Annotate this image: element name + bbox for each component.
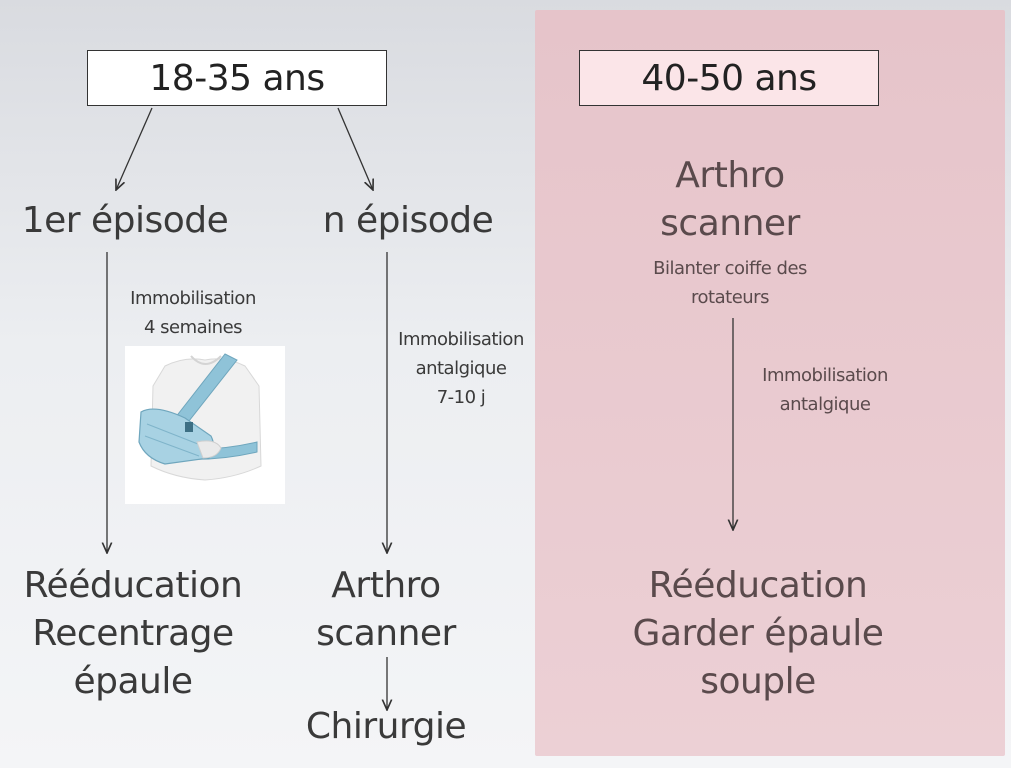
right-outcome-line3: souple — [700, 661, 816, 702]
right-outcome-line2: Garder épaule — [632, 613, 884, 654]
right-outcome: Rééducation Garder épaule souple — [620, 562, 896, 706]
age-box-40-50: 40-50 ans — [579, 50, 879, 106]
right-exam-sub-line1: Bilanter coiffe des — [653, 258, 807, 279]
n-episode-note-line2: antalgique — [415, 358, 507, 379]
right-note-line2: antalgique — [779, 394, 871, 415]
right-exam: Arthro scanner — [640, 152, 820, 248]
left-outcome-line3: épaule — [73, 661, 193, 702]
right-exam-sub-line2: rotateurs — [691, 287, 769, 308]
right-exam-sub: Bilanter coiffe des rotateurs — [630, 254, 830, 312]
left-outcome: Rééducation Recentrage épaule — [22, 562, 244, 706]
first-episode-note-line1: Immobilisation — [130, 288, 256, 309]
right-exam-line1: Arthro — [675, 155, 785, 196]
chirurgie-label: Chirurgie — [305, 706, 467, 747]
arrow-to-n-episode — [337, 107, 373, 190]
first-episode-note-line2: 4 semaines — [143, 317, 243, 338]
n-episode-label: n épisode — [322, 200, 494, 241]
left-outcome-line2: Recentrage — [32, 613, 234, 654]
shoulder-sling-immobilizer-icon — [125, 346, 285, 504]
right-panel-40-50 — [535, 10, 1005, 756]
right-note-line1: Immobilisation — [762, 365, 888, 386]
age-box-18-35: 18-35 ans — [87, 50, 387, 106]
arrow-to-1er-episode — [116, 107, 153, 190]
left-outcome-line1: Rééducation — [23, 565, 243, 606]
n-episode-note-line3: 7-10 j — [436, 387, 486, 408]
n-episode-exam-line2: scanner — [316, 613, 456, 654]
n-episode-note: Immobilisation antalgique 7-10 j — [386, 325, 536, 412]
n-episode-exam-line1: Arthro — [331, 565, 441, 606]
first-episode-note: Immobilisation 4 semaines — [113, 284, 273, 342]
first-episode-label: 1er épisode — [21, 200, 229, 241]
n-episode-note-line1: Immobilisation — [398, 329, 524, 350]
age-box-40-50-label: 40-50 ans — [641, 57, 817, 99]
right-outcome-line1: Rééducation — [648, 565, 868, 606]
n-episode-exam: Arthro scanner — [300, 562, 472, 658]
right-exam-line2: scanner — [660, 203, 800, 244]
age-box-18-35-label: 18-35 ans — [149, 57, 325, 99]
right-note: Immobilisation antalgique — [745, 361, 905, 419]
